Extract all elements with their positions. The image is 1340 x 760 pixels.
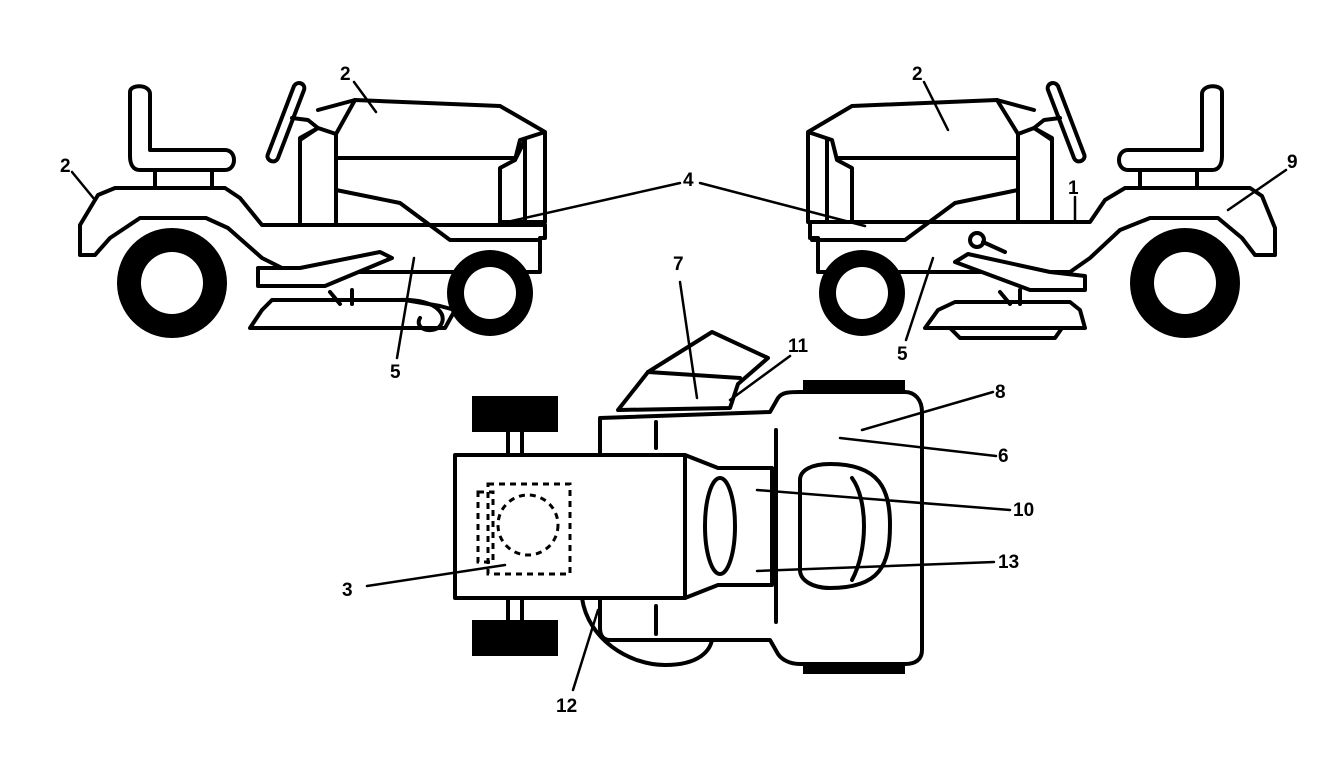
engine-outline-dashed	[476, 490, 495, 564]
callout-7: 7	[673, 254, 684, 275]
hood-top	[453, 453, 774, 600]
mower-deck-right	[923, 300, 1087, 330]
callout-6: 6	[998, 446, 1009, 467]
callout-5-left: 5	[390, 362, 401, 383]
callout-labels: 2 2 2 4 5 5 1 9 7 11 8 6 10 13 3 12	[60, 64, 1298, 717]
steering-wheel-right	[1045, 81, 1087, 164]
hood-left	[316, 98, 547, 224]
callout-9: 9	[1287, 152, 1298, 173]
front-tire-top-2	[472, 620, 558, 656]
callout-2-left-rear: 2	[60, 156, 71, 177]
callout-10: 10	[1013, 500, 1034, 521]
footrest-left	[256, 250, 394, 288]
deck-chute-left	[396, 297, 445, 333]
callout-5-right: 5	[897, 344, 908, 365]
leader-lines	[70, 80, 1288, 692]
hood-right	[806, 98, 1036, 224]
tractor-top-view	[453, 330, 924, 674]
callout-3: 3	[342, 580, 353, 601]
callout-1: 1	[1068, 178, 1079, 199]
rear-fender-left	[78, 186, 547, 274]
callout-4: 4	[683, 170, 694, 191]
tractor-right-side-view	[806, 81, 1277, 340]
seat-left	[128, 84, 236, 172]
deck-chute-right	[948, 326, 1064, 340]
seat-right	[1117, 84, 1224, 172]
steering-wheel-left	[265, 81, 307, 164]
front-tire-top-1	[472, 396, 558, 432]
footrest-right	[953, 252, 1087, 292]
rear-fender-right	[808, 186, 1277, 274]
callout-12: 12	[556, 696, 577, 717]
tractor-left-side-view	[78, 81, 547, 338]
callout-2-left-hood: 2	[340, 64, 351, 85]
callout-11: 11	[788, 336, 809, 357]
callout-8: 8	[995, 382, 1006, 403]
callout-13: 13	[998, 552, 1019, 573]
callout-2-right-hood: 2	[912, 64, 923, 85]
